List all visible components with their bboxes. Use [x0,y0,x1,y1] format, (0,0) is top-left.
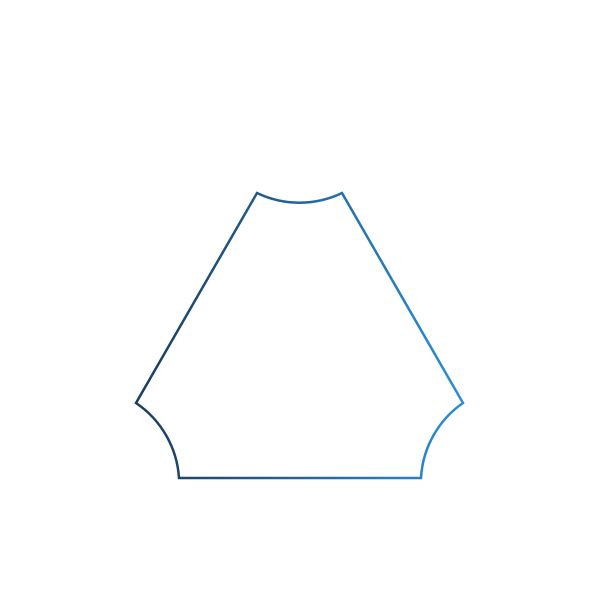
truncated-triangle-outline [134,191,465,480]
